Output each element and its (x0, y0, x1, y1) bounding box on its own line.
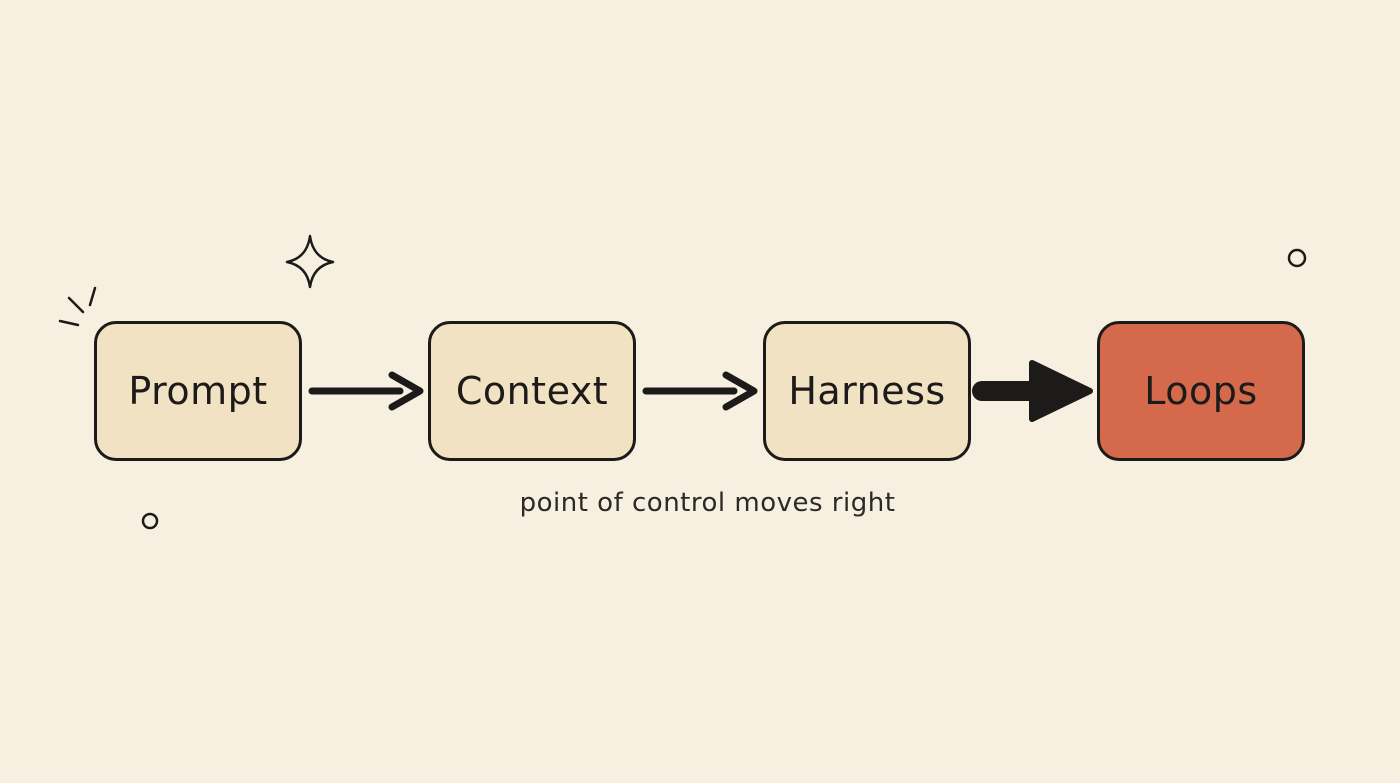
node-prompt: Prompt (94, 321, 302, 461)
diagram-caption: point of control moves right (519, 488, 896, 518)
node-context-label: Context (455, 369, 609, 413)
arrow-context-to-harness (642, 371, 758, 411)
burst-lines-icon (58, 286, 97, 327)
node-context: Context (428, 321, 636, 461)
sparkle-icon (285, 234, 335, 289)
arrow-prompt-to-context (308, 371, 424, 411)
circle-icon (1287, 248, 1307, 268)
node-prompt-label: Prompt (128, 369, 268, 413)
node-loops: Loops (1097, 321, 1305, 461)
arrow-harness-to-loops (972, 360, 1093, 422)
node-harness: Harness (763, 321, 971, 461)
node-harness-label: Harness (788, 369, 946, 413)
node-loops-label: Loops (1144, 369, 1258, 413)
circle-icon (141, 512, 159, 530)
